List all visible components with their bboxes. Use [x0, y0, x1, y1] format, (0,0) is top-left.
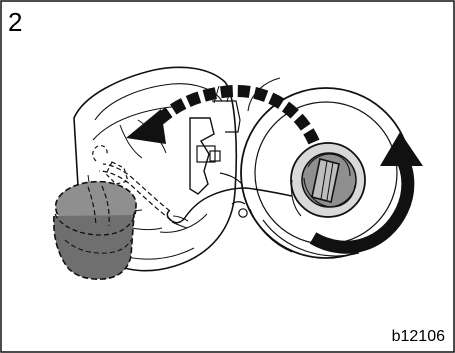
removed-fuel-cap	[54, 182, 136, 280]
figure-code: b12106	[392, 329, 445, 345]
installed-fuel-cap	[291, 143, 365, 217]
step-number: 2	[8, 9, 22, 35]
cap-tether-strap	[167, 188, 292, 228]
